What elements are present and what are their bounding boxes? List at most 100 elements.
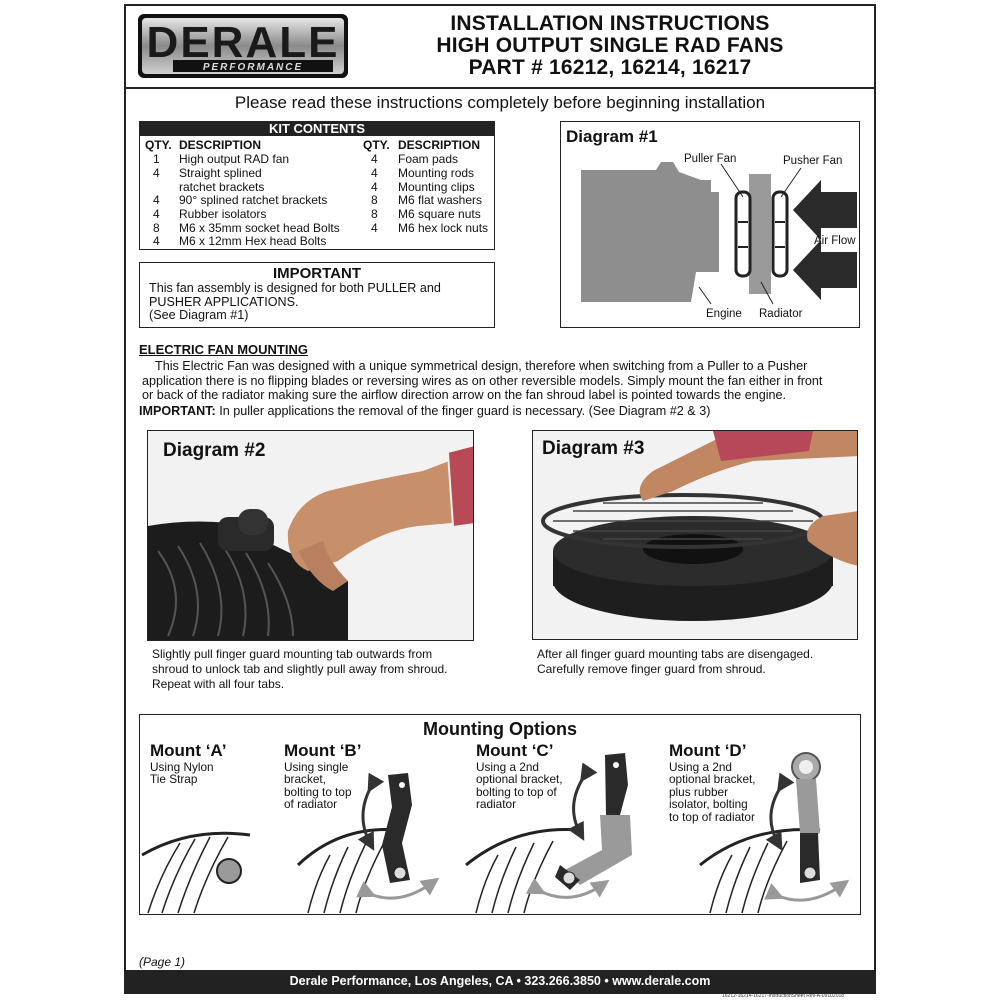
puller-fan-shape (734, 190, 752, 278)
caption-line: shroud to unlock tab and slightly pull a… (152, 662, 448, 676)
diagram-1-title: Diagram #1 (566, 127, 658, 146)
kit-contents-heading: KIT CONTENTS (140, 122, 494, 136)
kit-item: M6 x 35mm socket head Bolts (179, 221, 340, 235)
diagram-2-photo: Diagram #2 (147, 430, 474, 641)
mount-text-line: of radiator (284, 797, 338, 812)
diagram-3-caption: After all finger guard mounting tabs are… (537, 647, 867, 677)
mount-b-illustration (296, 772, 440, 914)
airflow-diagram (581, 162, 857, 305)
important-heading: IMPORTANT (272, 265, 362, 282)
mount-text-line: optional bracket, (669, 772, 756, 787)
caption-line: Slightly pull finger guard mounting tab … (152, 647, 433, 661)
radiator-label: Radiator (759, 308, 803, 320)
mount-text-line: Using a 2nd (476, 760, 539, 774)
mount-text-line: isolator, bolting (669, 797, 748, 812)
title-line-1: INSTALLATION INSTRUCTIONS (450, 12, 770, 35)
important-line: This fan assembly is designed for both P… (149, 281, 441, 295)
air-flow-label: Air Flow (814, 235, 856, 247)
kit-qty: 8 (371, 193, 378, 207)
pusher-fan-label: Pusher Fan (783, 155, 843, 167)
title-line-2: HIGH OUTPUT SINGLE RAD FANS (436, 34, 784, 57)
airflow-arrow-lower (793, 240, 857, 300)
kit-qty: 4 (153, 166, 160, 180)
mount-text-line: bolting to top (284, 784, 352, 799)
kit-qty: 4 (371, 180, 378, 194)
header-divider (124, 87, 876, 89)
intro-text: Please read these instructions completel… (234, 93, 766, 112)
mount-text-line: bolting to top of (476, 784, 557, 799)
diagram-3-title: Diagram #3 (542, 438, 645, 459)
kit-qty: 4 (153, 207, 160, 221)
puller-fan-label: Puller Fan (684, 153, 737, 165)
title-line-3: PART # 16212, 16214, 16217 (468, 56, 752, 79)
qty-header: QTY. (145, 138, 172, 152)
logo-wordmark: DERALE (147, 18, 340, 67)
section-heading: ELECTRIC FAN MOUNTING (139, 342, 308, 357)
document-title: INSTALLATION INSTRUCTIONS HIGH OUTPUT SI… (370, 13, 850, 79)
radiator-shape (749, 174, 771, 294)
kit-item: Foam pads (398, 152, 459, 166)
caption-line: Carefully remove finger guard from shrou… (537, 662, 766, 676)
footer-bar: Derale Performance, Los Angeles, CA • 32… (124, 970, 876, 992)
mount-b-text: Using single bracket, bolting to top of … (284, 761, 352, 811)
mount-text-line: Using Nylon (150, 760, 214, 774)
kit-item: M6 square nuts (398, 207, 481, 221)
important-line: PUSHER APPLICATIONS. (149, 294, 299, 309)
paragraph-line: application there is no flipping blades … (142, 373, 823, 388)
paragraph-line: or back of the radiator making sure the … (142, 388, 787, 402)
mount-text-line: Using single (284, 760, 349, 774)
derale-logo: DERALE PERFORMANCE (137, 13, 349, 79)
page-frame (124, 4, 876, 994)
kit-qty: 4 (371, 221, 378, 235)
mount-d-text: Using a 2nd optional bracket, plus rubbe… (669, 761, 756, 823)
kit-qty: 4 (371, 166, 378, 180)
description-header: DESCRIPTION (398, 138, 481, 152)
important-line: (See Diagram #1) (149, 308, 249, 323)
kit-contents-box: KIT CONTENTS QTY. DESCRIPTION QTY. DESCR… (139, 121, 495, 250)
mount-text-line: bracket, (284, 772, 326, 787)
mount-d-illustration (699, 752, 850, 914)
diagram-3-photo: Diagram #3 (532, 430, 858, 640)
kit-qty: 4 (153, 234, 160, 248)
important-box: IMPORTANT This fan assembly is designed … (139, 262, 495, 328)
kit-qty: 4 (371, 152, 378, 166)
qty-header: QTY. (363, 138, 390, 152)
mounting-paragraph: This Electric Fan was designed with a un… (142, 359, 865, 403)
kit-item: Straight splined (179, 166, 262, 180)
kit-item: Rubber isolators (179, 207, 267, 221)
kit-item: Mounting clips (398, 180, 475, 194)
kit-item: 90° splined ratchet brackets (179, 193, 328, 207)
airflow-arrow-upper (793, 180, 857, 240)
page-number: (Page 1) (139, 955, 186, 969)
important-note: IMPORTANT: In puller applications the re… (139, 404, 869, 418)
mount-text-line: radiator (476, 797, 516, 812)
mount-text-line: optional bracket, (476, 772, 563, 787)
important-note-label: IMPORTANT: (139, 404, 216, 418)
important-note-text: In puller applications the removal of th… (215, 404, 711, 418)
kit-item: M6 hex lock nuts (398, 221, 489, 235)
kit-item: High output RAD fan (179, 152, 290, 166)
kit-qty: 4 (153, 193, 160, 207)
kit-qty: 1 (153, 152, 160, 166)
mount-text-line: plus rubber (669, 784, 729, 799)
caption-line: Repeat with all four tabs. (152, 677, 285, 691)
svg-text:PERFORMANCE: PERFORMANCE (203, 62, 303, 73)
description-header: DESCRIPTION (179, 138, 262, 152)
kit-item: M6 flat washers (398, 193, 483, 207)
mounting-options-heading: Mounting Options (423, 719, 577, 739)
mount-text-line: to top of radiator (669, 809, 755, 824)
diagram-2-caption: Slightly pull finger guard mounting tab … (152, 647, 482, 692)
kit-item: ratchet brackets (179, 180, 265, 194)
mount-d-title: Mount ‘D’ (669, 741, 747, 760)
kit-item: M6 x 12mm Hex head Bolts (179, 234, 327, 248)
kit-item: Mounting rods (398, 166, 475, 180)
diagram-2-title: Diagram #2 (163, 440, 266, 461)
mount-a-illustration (141, 831, 251, 914)
mount-text-line: Tie Strap (150, 772, 198, 787)
engine-shape (581, 162, 711, 302)
mount-b-title: Mount ‘B’ (284, 741, 362, 760)
revision-code: 16212-16214-16217-InstructionSheet Rev-A… (722, 993, 845, 999)
mount-c-illustration (465, 753, 632, 914)
important-text: This fan assembly is designed for both P… (149, 281, 441, 323)
pusher-fan-shape (771, 190, 789, 278)
